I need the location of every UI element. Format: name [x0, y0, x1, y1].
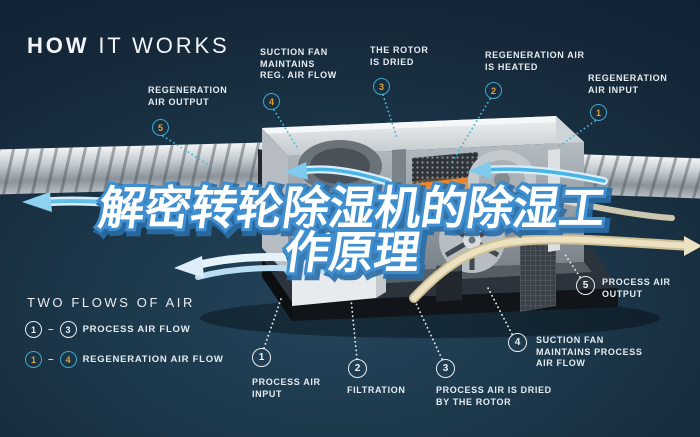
callout-regeneration-air-input: REGENERATION AIR INPUT [588, 73, 668, 95]
step-badge-process-3: 3 [436, 359, 455, 378]
rear-rotor [468, 150, 536, 210]
callout-suction-fan-reg: SUCTION FAN MAINTAINS REG. AIR FLOW [260, 47, 337, 81]
callout-regeneration-air-output: REGENERATION AIR OUTPUT [148, 85, 228, 107]
legend-row-process: 1 – 3 PROCESS AIR FLOW [25, 321, 190, 338]
page-title: HOW IT WORKS [27, 33, 230, 59]
legend-label-regeneration: REGENERATION AIR FLOW [82, 354, 224, 365]
callout-filtration: FILTRATION [347, 385, 406, 395]
partition-wall [392, 149, 406, 270]
legend-heading: TWO FLOWS OF AIR [27, 295, 195, 310]
legend-badge-process-to: 3 [59, 321, 77, 338]
legend-badge-regen-from: 1 [25, 351, 42, 368]
heater-grid [403, 152, 487, 196]
airflow-arrows-blue [22, 161, 608, 280]
legend-badge-process-from: 1 [25, 321, 42, 338]
callout-process-air-input: PROCESS AIR INPUT [252, 377, 321, 399]
callout-regeneration-air-heated: REGENERATION AIR IS HEATED [485, 50, 585, 72]
legend-separator-2: – [48, 354, 54, 365]
step-badge-regen-1: 1 [590, 104, 607, 121]
title-light: IT WORKS [89, 33, 230, 58]
legend-row-regeneration: 1 – 4 REGENERATION AIR FLOW [25, 351, 224, 368]
legend-label-process: PROCESS AIR FLOW [82, 324, 191, 335]
leader-lines [162, 94, 596, 360]
step-badge-process-2: 2 [348, 359, 367, 378]
step-badge-process-4: 4 [508, 333, 527, 352]
airflow-arrows-beige [409, 197, 700, 303]
step-badge-process-1: 1 [252, 348, 271, 367]
component-box [292, 224, 386, 306]
step-badge-regen-2: 2 [485, 82, 502, 99]
step-badge-regen-3: 3 [373, 78, 390, 95]
regeneration-outlet-duct [0, 142, 269, 195]
legend-badge-regen-to: 4 [59, 351, 77, 368]
regeneration-inlet-duct [555, 153, 700, 199]
callout-suction-fan-process: SUCTION FAN MAINTAINS PROCESS AIR FLOW [536, 335, 643, 369]
title-bold: HOW [27, 33, 90, 58]
step-badge-regen-4: 4 [263, 93, 280, 110]
legend-separator: – [48, 324, 54, 335]
callout-process-air-output: PROCESS AIR OUTPUT [602, 277, 671, 299]
callout-process-air-dried: PROCESS AIR IS DRIED BY THE ROTOR [436, 385, 552, 407]
step-badge-regen-5: 5 [152, 119, 169, 136]
step-badge-process-5: 5 [576, 276, 595, 295]
callout-rotor-is-dried: THE ROTOR IS DRIED [370, 45, 429, 67]
